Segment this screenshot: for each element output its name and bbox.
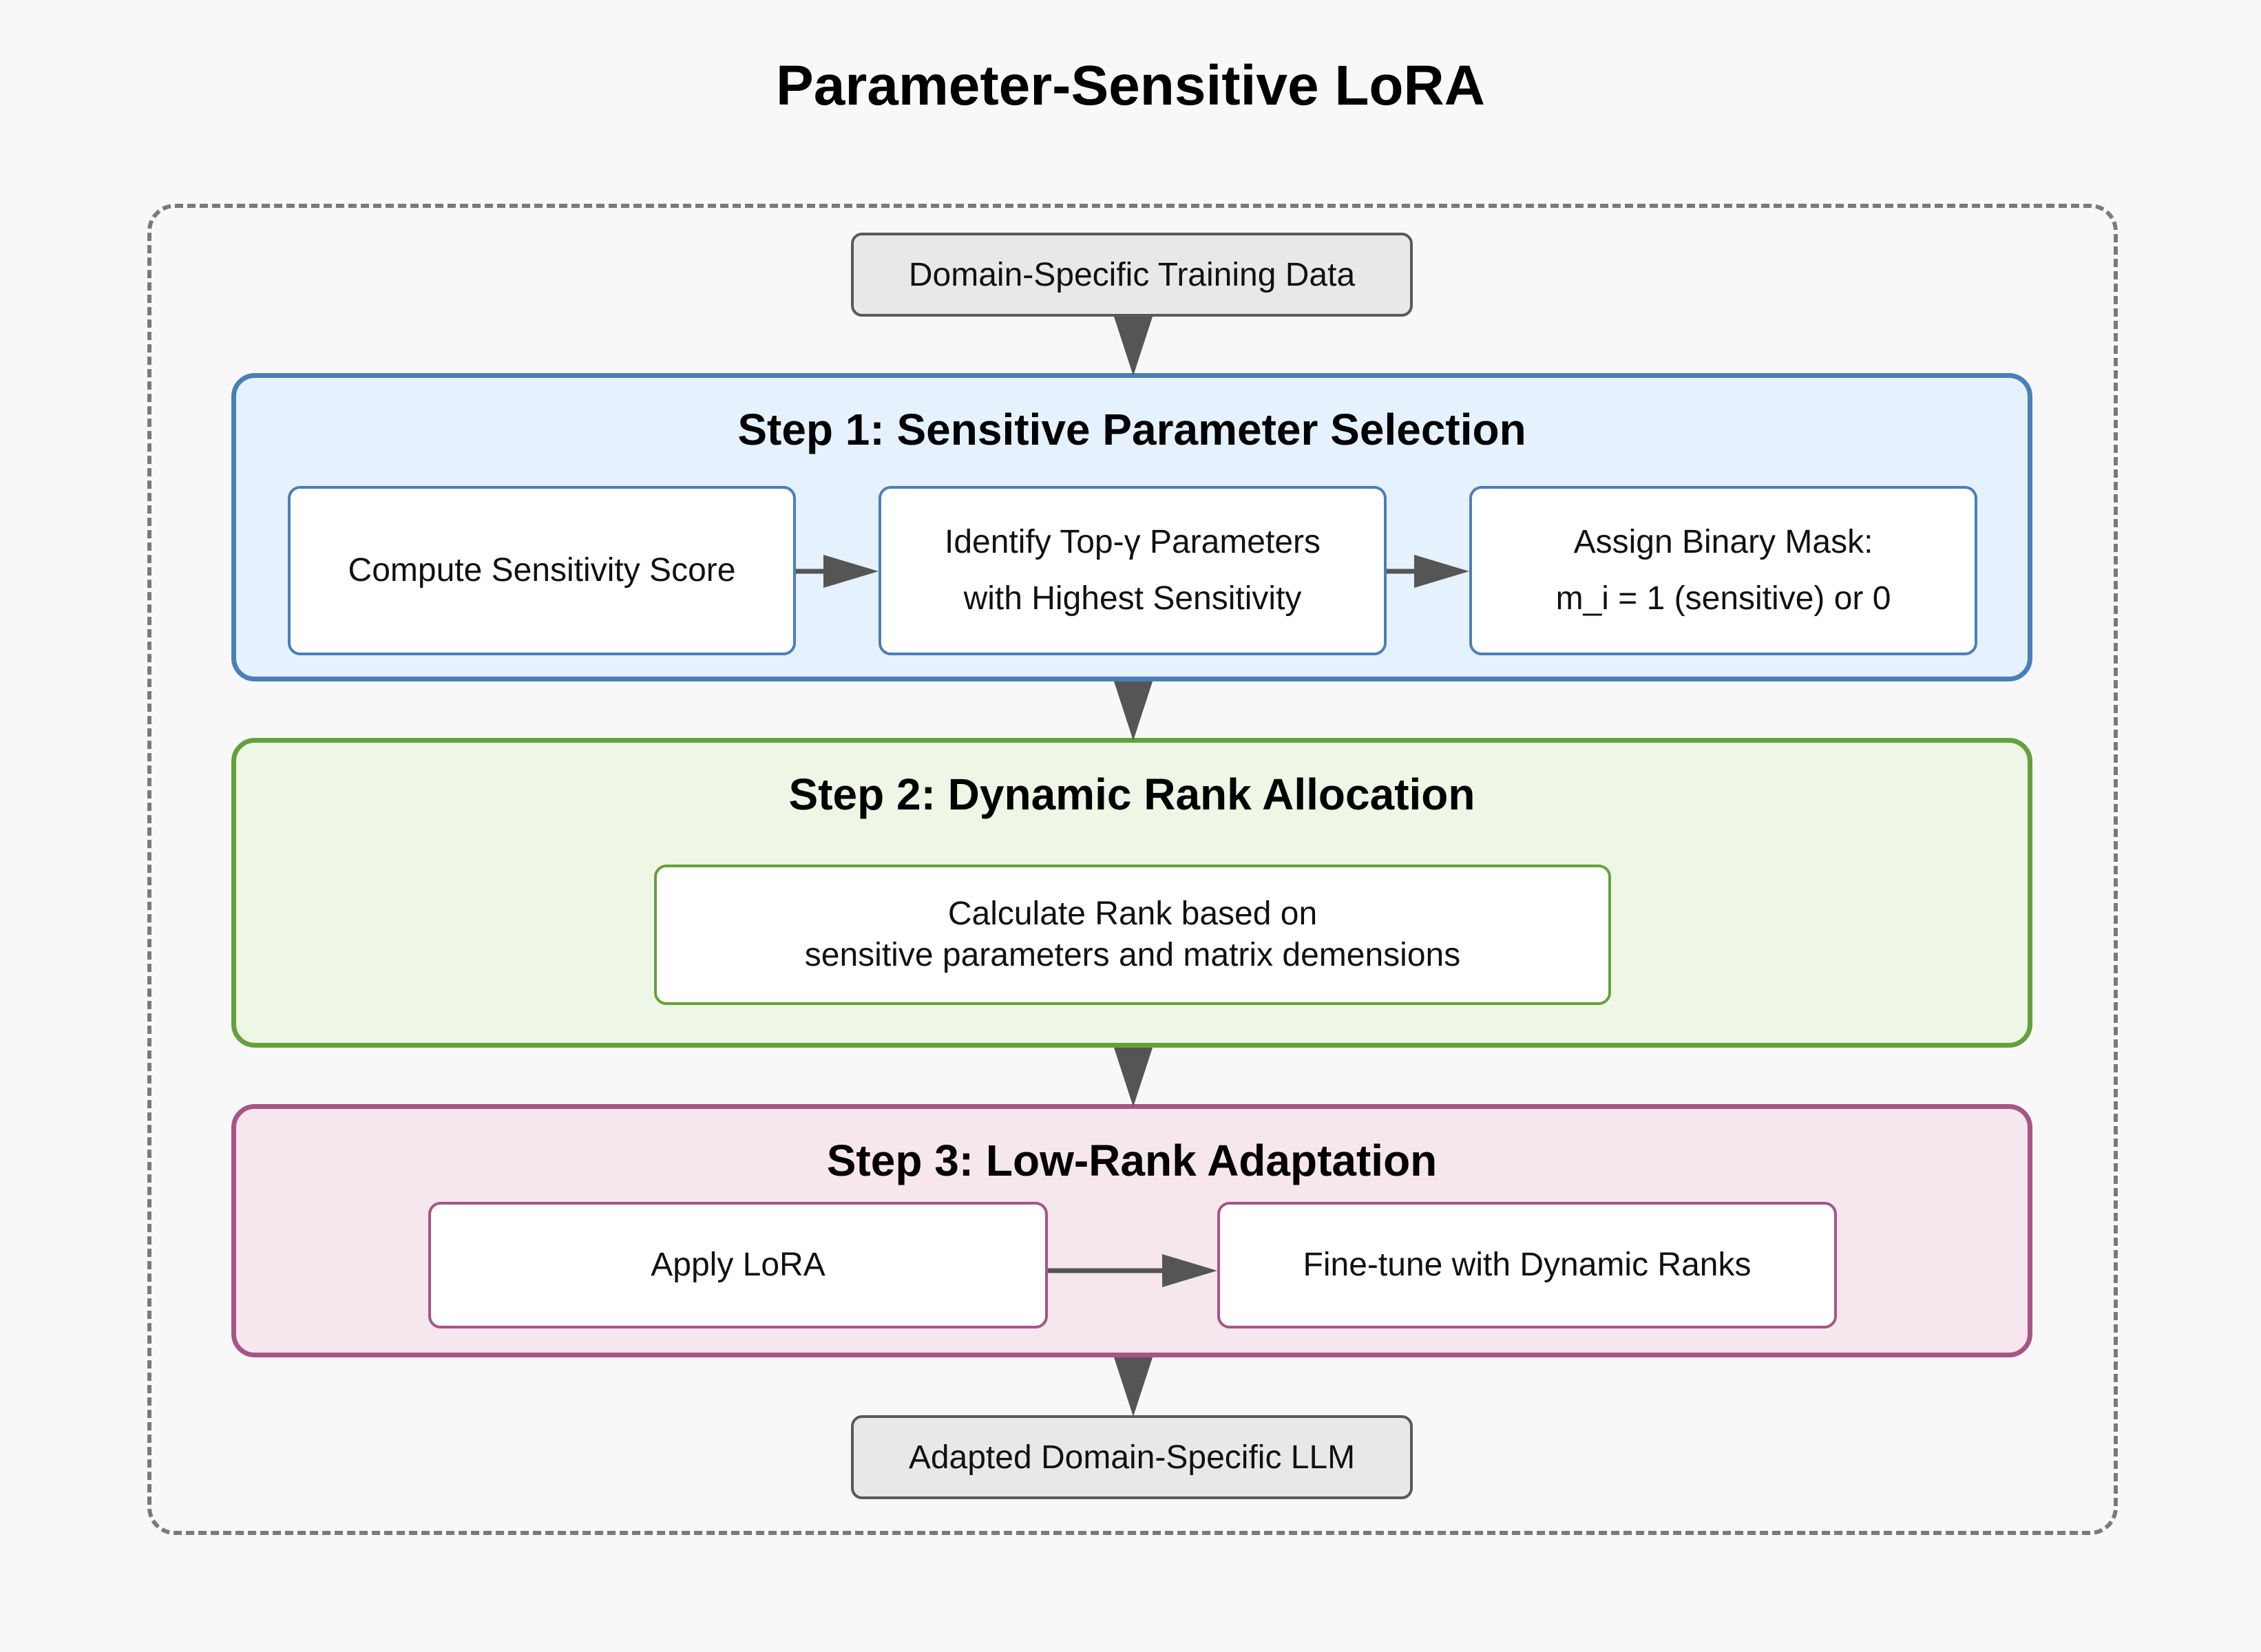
input-node: Domain-Specific Training Data bbox=[851, 233, 1413, 317]
step1-node-binary-mask-line1: Assign Binary Mask: bbox=[1573, 524, 1873, 561]
step2-node-calculate-rank-line2: sensitive parameters and matrix demensio… bbox=[804, 937, 1461, 973]
step1-node-compute-score: Compute Sensitivity Score bbox=[288, 486, 796, 655]
arrow-apply-to-finetune bbox=[1048, 1254, 1217, 1287]
step1-node-binary-mask: Assign Binary Mask: m_i = 1 (sensitive) … bbox=[1469, 486, 1977, 655]
output-node: Adapted Domain-Specific LLM bbox=[851, 1415, 1413, 1499]
step3-node-apply-lora-label: Apply LoRA bbox=[651, 1247, 825, 1283]
arrow-step3-to-output bbox=[1114, 1357, 1153, 1417]
step1-node-binary-mask-line2: m_i = 1 (sensitive) or 0 bbox=[1555, 580, 1891, 617]
step2-title: Step 2: Dynamic Rank Allocation bbox=[788, 770, 1475, 819]
step3-node-finetune: Fine-tune with Dynamic Ranks bbox=[1217, 1202, 1837, 1328]
step2-node-calculate-rank: Calculate Rank based on sensitive parame… bbox=[654, 865, 1611, 1005]
step3-node-finetune-label: Fine-tune with Dynamic Ranks bbox=[1303, 1247, 1752, 1283]
outer-dashed-frame bbox=[147, 204, 2118, 1535]
diagram-title: Parameter-Sensitive LoRA bbox=[776, 54, 1485, 117]
step3-title: Step 3: Low-Rank Adaptation bbox=[826, 1136, 1438, 1185]
arrow-compute-to-identify bbox=[796, 555, 879, 588]
step1-node-identify-top-line2: with Highest Sensitivity bbox=[963, 580, 1302, 617]
step1-node-identify-top-line1: Identify Top-γ Parameters bbox=[944, 524, 1321, 561]
arrow-step2-to-step3 bbox=[1114, 1048, 1153, 1107]
step1-node-identify-top: Identify Top-γ Parameters with Highest S… bbox=[879, 486, 1387, 655]
step2-node-calculate-rank-line1: Calculate Rank based on bbox=[947, 896, 1318, 932]
step1-node-compute-score-label: Compute Sensitivity Score bbox=[348, 552, 736, 589]
arrow-identify-to-mask bbox=[1387, 555, 1469, 588]
arrow-input-to-step1 bbox=[1114, 317, 1153, 376]
step1-title: Step 1: Sensitive Parameter Selection bbox=[737, 405, 1526, 454]
step3-node-apply-lora: Apply LoRA bbox=[428, 1202, 1048, 1328]
arrow-step1-to-step2 bbox=[1114, 681, 1153, 741]
